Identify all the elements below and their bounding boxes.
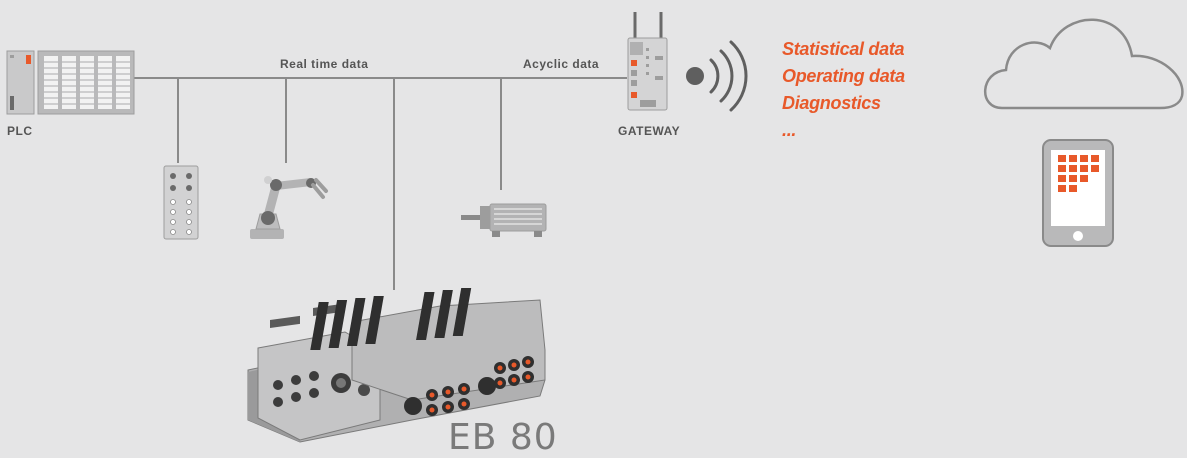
wireless-signal-icon: [686, 40, 748, 112]
data-type-item: Statistical data: [782, 39, 905, 59]
data-type-item: Diagnostics: [782, 93, 881, 113]
cloud-icon: [984, 18, 1184, 110]
valve-island-icon: [247, 288, 546, 443]
gateway-label: GATEWAY: [618, 124, 681, 138]
io-module-icon: [163, 165, 199, 240]
data-type-item: ...: [782, 120, 797, 140]
robot-arm-icon: [250, 176, 328, 239]
plc-icon: [6, 50, 135, 115]
bus-lines: [134, 77, 627, 290]
servo-motor-icon: [461, 203, 547, 237]
acyclic-data-label: Acyclic data: [523, 57, 600, 71]
data-type-item: Operating data: [782, 66, 905, 86]
real-time-data-label: Real time data: [280, 57, 369, 71]
product-name: EB 80: [448, 417, 558, 458]
smartphone-icon: [1042, 139, 1114, 247]
data-types-list: Statistical data Operating data Diagnost…: [782, 36, 905, 144]
gateway-icon: [627, 12, 668, 111]
plc-label: PLC: [7, 124, 33, 138]
